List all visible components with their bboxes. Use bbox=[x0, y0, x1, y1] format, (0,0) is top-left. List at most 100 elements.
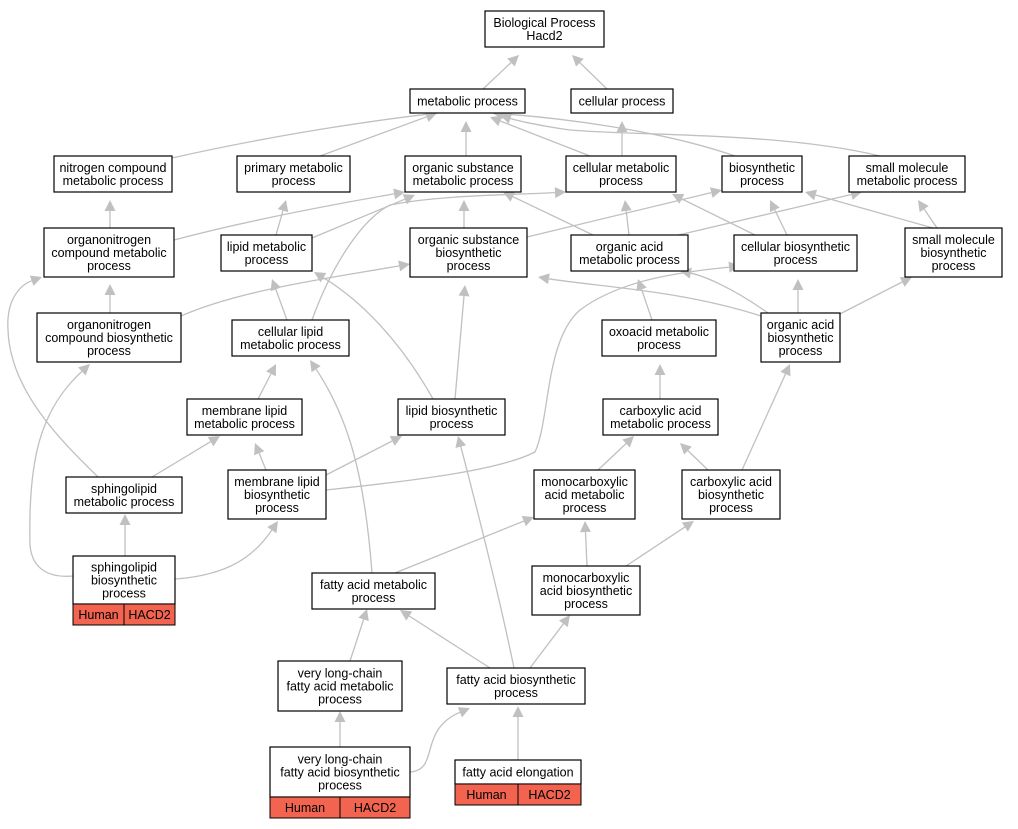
node-label-line: metabolic process bbox=[240, 338, 341, 352]
edge-oxoacid-metabolic-to-organic-acid-metabolic bbox=[636, 279, 653, 321]
edge-small-molecule-metabolic-to-metabolic-process bbox=[500, 113, 881, 157]
arrowhead bbox=[277, 200, 289, 213]
arrowhead bbox=[398, 260, 410, 272]
arrowhead bbox=[424, 111, 437, 122]
node-label-line: nitrogen compound bbox=[59, 161, 166, 175]
node-label-line: process bbox=[318, 779, 362, 793]
node-label-line: acid metabolic bbox=[545, 488, 625, 502]
node-label-line: very long-chain bbox=[298, 667, 383, 681]
node-label-line: fatty acid elongation bbox=[462, 766, 573, 780]
arrowhead bbox=[334, 711, 346, 722]
arrowhead bbox=[899, 277, 912, 287]
node-label-line: organic acid bbox=[596, 240, 663, 254]
species-label: Human bbox=[466, 788, 506, 802]
arrowhead bbox=[805, 189, 818, 201]
node-label-line: metabolic process bbox=[417, 95, 518, 109]
arrowhead bbox=[500, 113, 513, 124]
node-label-line: biosynthetic bbox=[698, 488, 764, 502]
node-label-line: cellular biosynthetic bbox=[741, 240, 850, 254]
edge-metabolic-process-to-root bbox=[482, 55, 519, 90]
arrowhead bbox=[460, 121, 472, 132]
node-label-line: fatty acid biosynthetic bbox=[456, 673, 576, 687]
node-metabolic-process[interactable]: metabolic process bbox=[409, 88, 526, 114]
node-label-line: carboxylic acid bbox=[620, 404, 702, 418]
edge-cellular-biosynthetic-to-biosynthetic bbox=[769, 200, 788, 236]
node-label-line: biosynthetic bbox=[729, 161, 795, 175]
node-label-line: metabolic process bbox=[63, 174, 164, 188]
node-label-line: metabolic process bbox=[194, 417, 295, 431]
edge-carboxylic-acid-biosynthetic-to-organic-acid-biosynthetic bbox=[741, 364, 791, 471]
node-label-line: process bbox=[494, 686, 538, 700]
node-label-line: carboxylic acid bbox=[690, 475, 772, 489]
arrowhead bbox=[918, 200, 929, 213]
node-label-line: cellular metabolic bbox=[573, 161, 670, 175]
node-label-line: process bbox=[272, 174, 316, 188]
node-label-line: organic substance bbox=[412, 161, 514, 175]
edge-lipid-metabolic-to-organic-substance-metabolic bbox=[311, 194, 415, 239]
arrowhead bbox=[389, 436, 402, 446]
edge-fatty-acid-biosynthetic-to-lipid-biosynthetic bbox=[455, 436, 515, 669]
edge-fatty-acid-metabolic-to-cellular-lipid-metabolic bbox=[310, 360, 373, 574]
node-label-line: biosynthetic bbox=[91, 574, 157, 588]
edge-sphingolipid-biosynthetic-to-sphingolipid-metabolic bbox=[119, 514, 131, 556]
arrowhead bbox=[507, 55, 519, 67]
arrowhead bbox=[207, 436, 220, 447]
edge-fatty-acid-metabolic-to-monocarboxylic-acid-metabolic bbox=[394, 516, 534, 574]
edge-carboxylic-acid-biosynthetic-to-carboxylic-acid-metabolic bbox=[680, 443, 709, 471]
arrowhead bbox=[402, 194, 415, 205]
arrowhead bbox=[314, 272, 327, 283]
node-label-line: compound biosynthetic bbox=[45, 331, 173, 345]
node-label-line: biosynthetic bbox=[244, 488, 310, 502]
edge-very-long-chain-fatty-acid-biosynthetic-to-fatty-acid-biosynthetic bbox=[409, 707, 470, 773]
node-label-line: Hacd2 bbox=[526, 29, 562, 43]
node-label-line: metabolic process bbox=[857, 174, 958, 188]
node-label-line: membrane lipid bbox=[234, 475, 320, 489]
node-label-line: metabolic process bbox=[610, 417, 711, 431]
arrowhead bbox=[616, 121, 628, 132]
edge-sphingolipid-biosynthetic-to-membrane-lipid-biosynthetic bbox=[174, 521, 278, 580]
node-cellular-process[interactable]: cellular process bbox=[570, 88, 674, 114]
arrowhead bbox=[521, 516, 534, 527]
gene-cell bbox=[517, 783, 582, 806]
arrowhead bbox=[400, 610, 413, 621]
edge-cellular-lipid-metabolic-to-cellular-metabolic bbox=[311, 187, 566, 321]
node-label-line: organic acid bbox=[767, 318, 834, 332]
node-label-line: process bbox=[709, 501, 753, 515]
node-label-line: biosynthetic bbox=[767, 331, 833, 345]
edge-sphingolipid-metabolic-to-membrane-lipid-metabolic bbox=[151, 436, 220, 478]
node-label-line: process bbox=[318, 693, 362, 707]
arrowhead bbox=[780, 364, 791, 377]
